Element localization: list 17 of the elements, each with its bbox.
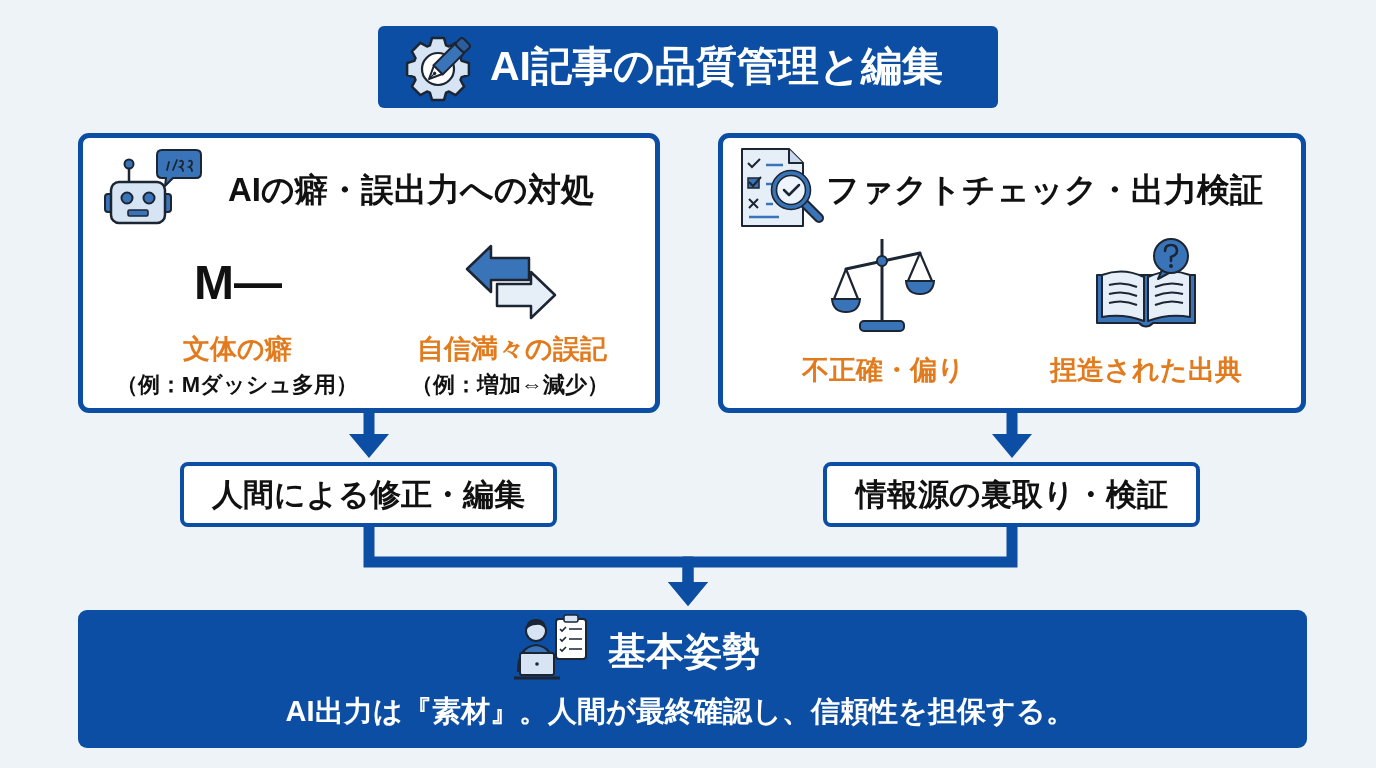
example-text: （例：Mダッシュ多用）	[115, 371, 359, 399]
example-text: （例：増加⇔減少）	[411, 371, 609, 399]
summary-heading: 基本姿勢	[608, 629, 760, 675]
title-text: AI記事の品質管理と編集	[490, 42, 943, 92]
panel-heading: ファクトチェック・出力検証	[826, 170, 1263, 210]
panel-box	[78, 133, 660, 413]
item-heading: 文体の癖	[182, 332, 292, 366]
panel-heading: AIの癖・誤出力への対処	[228, 170, 594, 210]
process-box: 人間による修正・編集	[180, 462, 557, 527]
symbol-text: M—	[194, 255, 282, 312]
summary-banner	[78, 610, 1307, 748]
process-box: 情報源の裏取り・検証	[823, 462, 1200, 527]
item-heading: 自信満々の誤記	[417, 332, 607, 366]
summary-text: AI出力は『素材』。人間が最終確認し、信頼性を担保する。	[285, 693, 1075, 729]
item-heading: 不正確・偏り	[801, 353, 965, 387]
item-heading: 捏造された出典	[1050, 353, 1242, 387]
panel-box	[718, 133, 1306, 413]
